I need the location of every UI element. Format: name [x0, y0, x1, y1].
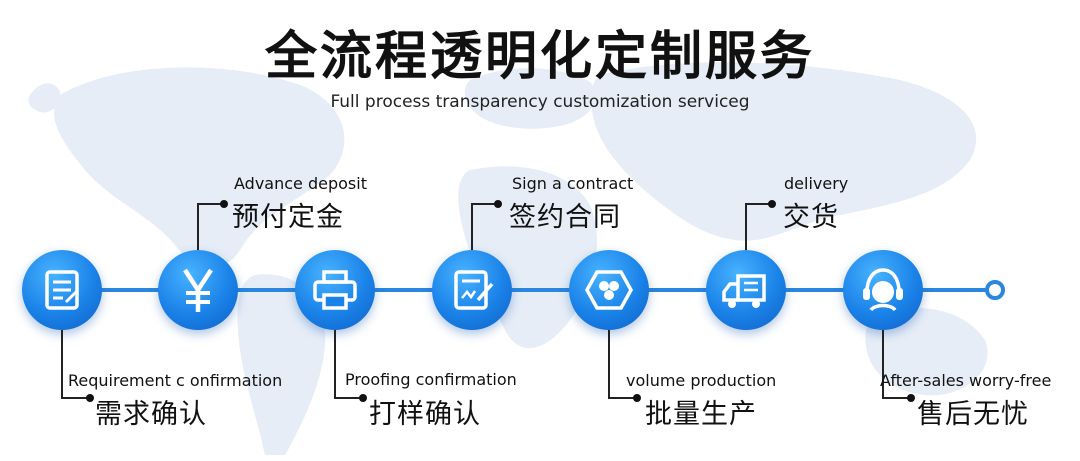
- step-2-chinese-label: 预付定金: [232, 202, 344, 233]
- production-icon: [584, 270, 634, 310]
- step-5-chinese-label: 批量生产: [645, 399, 757, 430]
- step-6-node: [706, 250, 786, 330]
- page-subtitle: Full process transparency customization …: [330, 92, 750, 112]
- timeline-line: [60, 288, 990, 292]
- step-4-english-label: Sign a contract: [512, 174, 634, 193]
- page-title: 全流程透明化定制服务: [264, 27, 815, 87]
- step-7-marker: [907, 394, 915, 402]
- step-4-node: [432, 250, 512, 330]
- step-2-connector-h: [197, 203, 223, 205]
- step-3-node: [295, 250, 375, 330]
- step-5-node: [569, 250, 649, 330]
- delivery-truck-icon: [722, 274, 766, 308]
- step-5-connector-h: [608, 397, 636, 399]
- step-6-marker: [768, 200, 776, 208]
- step-3-chinese-label: 打样确认: [369, 399, 481, 430]
- step-5-english-label: volume production: [626, 371, 777, 390]
- step-1-node: [22, 250, 102, 330]
- step-1-marker: [86, 394, 94, 402]
- step-1-english-label: Requirement c onfirmation: [68, 371, 283, 390]
- step-6-english-label: delivery: [784, 174, 849, 193]
- headset-support-icon: [863, 268, 903, 312]
- printer-icon: [313, 270, 357, 310]
- step-1-connector-h: [61, 397, 89, 399]
- timeline-end-dot: [985, 280, 1005, 300]
- document-list-icon: [45, 270, 80, 310]
- step-6-connector: [745, 203, 747, 250]
- step-1-connector: [61, 330, 63, 398]
- step-7-connector-h: [882, 397, 910, 399]
- yen-icon: [183, 268, 213, 312]
- step-4-connector: [471, 203, 473, 250]
- step-4-marker: [494, 200, 502, 208]
- step-7-english-label: After-sales worry-free: [880, 371, 1052, 390]
- contract-sign-icon: [454, 270, 494, 310]
- step-4-connector-h: [471, 203, 497, 205]
- step-3-connector: [334, 330, 336, 398]
- step-7-chinese-label: 售后无忧: [917, 399, 1029, 430]
- step-2-english-label: Advance deposit: [234, 174, 367, 193]
- step-3-english-label: Proofing confirmation: [345, 370, 517, 389]
- step-2-connector: [197, 203, 199, 250]
- step-6-chinese-label: 交货: [783, 202, 839, 233]
- step-2-node: [158, 250, 238, 330]
- step-5-connector: [608, 330, 610, 398]
- step-7-node: [843, 250, 923, 330]
- step-3-connector-h: [334, 397, 362, 399]
- step-7-connector: [882, 330, 884, 398]
- step-2-marker: [220, 200, 228, 208]
- step-3-marker: [359, 394, 367, 402]
- step-4-chinese-label: 签约合同: [509, 202, 621, 233]
- step-6-connector-h: [745, 203, 771, 205]
- step-1-chinese-label: 需求确认: [95, 399, 207, 430]
- step-5-marker: [633, 394, 641, 402]
